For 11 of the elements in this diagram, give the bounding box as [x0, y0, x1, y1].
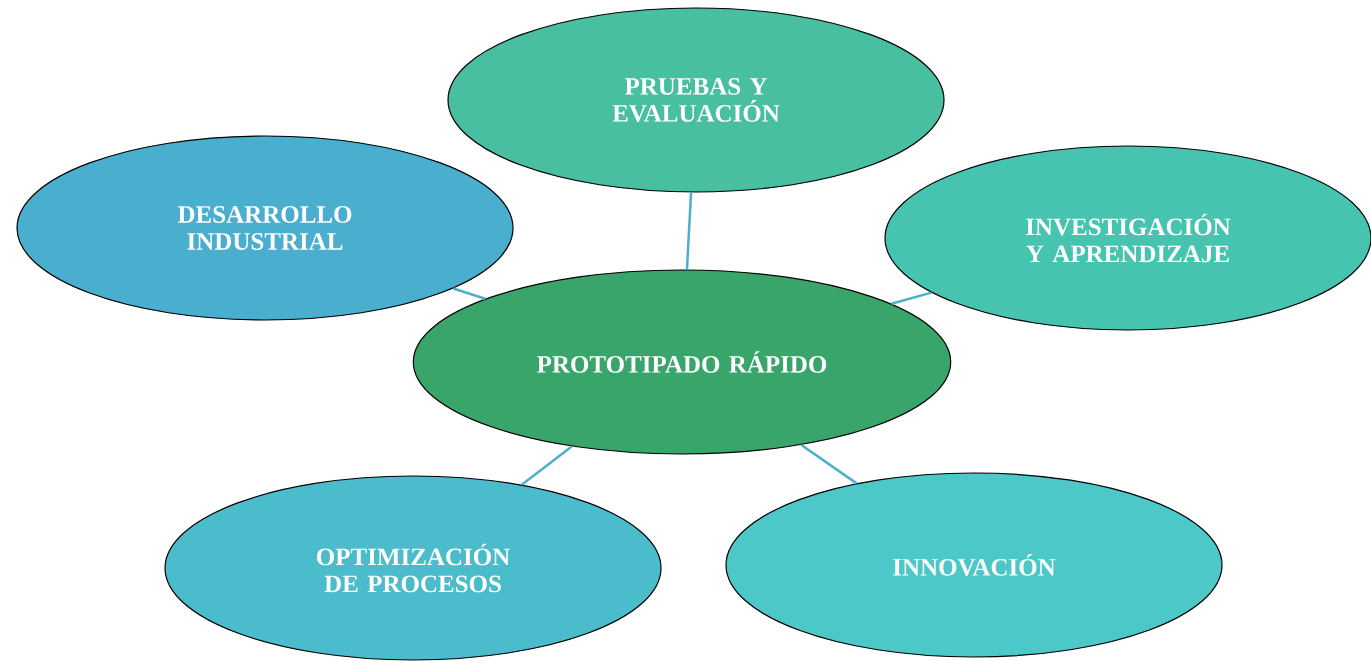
- ellipse-node: PRUEBAS Y EVALUACIÓN: [447, 7, 945, 193]
- connector-line: [891, 291, 932, 305]
- connector-line: [521, 445, 573, 486]
- ellipse-node: INVESTIGACIÓN Y APRENDIZAJE: [884, 145, 1371, 331]
- connector-line: [452, 287, 486, 300]
- ellipse-node: PROTOTIPADO RÁPIDO: [412, 269, 952, 455]
- ellipse-node: INNOVACIÓN: [725, 472, 1223, 658]
- ellipse-node: OPTIMIZACIÓN DE PROCESOS: [164, 475, 662, 661]
- connector-line: [800, 443, 858, 485]
- connector-line: [685, 192, 693, 270]
- ellipse-node: DESARROLLO INDUSTRIAL: [16, 135, 514, 321]
